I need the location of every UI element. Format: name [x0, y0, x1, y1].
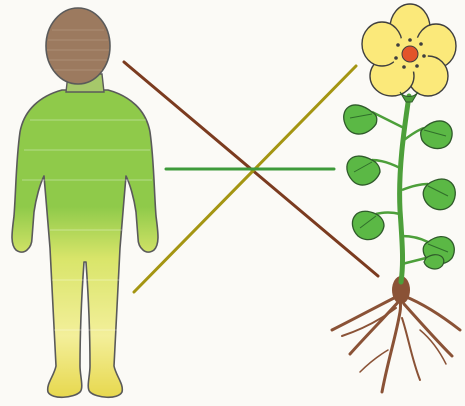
human-figure: [12, 8, 158, 397]
human-body: [12, 90, 158, 397]
flower: [362, 4, 456, 102]
leaf: [344, 105, 377, 134]
leaf: [421, 121, 452, 149]
flowering-plant: [332, 4, 460, 392]
connector-lines: [124, 62, 378, 292]
leaf: [423, 179, 455, 210]
flower-center: [402, 46, 418, 62]
leaf: [424, 255, 444, 269]
leaf: [352, 211, 384, 239]
human-head: [46, 8, 110, 84]
